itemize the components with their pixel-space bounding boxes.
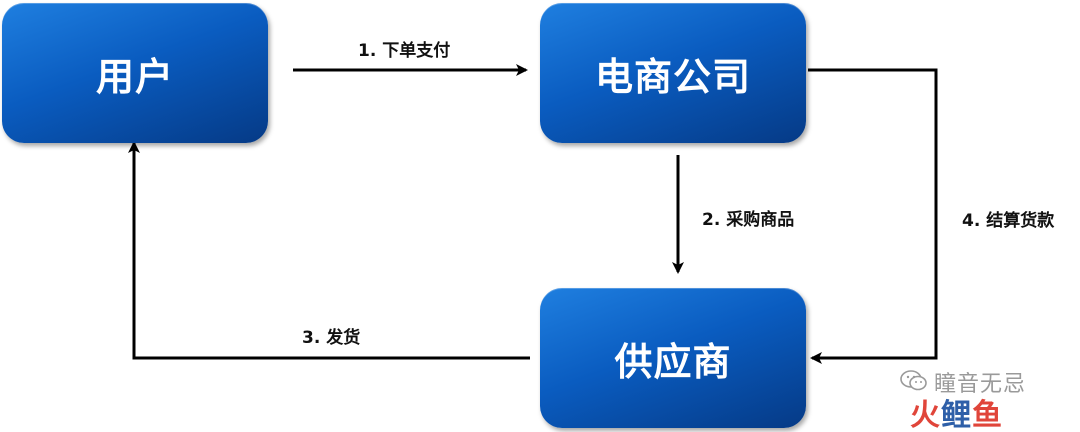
node-supplier: 供应商 — [540, 288, 806, 428]
node-user-label: 用户 — [95, 54, 174, 99]
node-ecommerce-label: 电商公司 — [594, 54, 751, 99]
edge-settle-payment — [808, 68, 938, 364]
node-user: 用户 — [2, 3, 268, 143]
edge-label-order-pay: 1. 下单支付 — [358, 41, 451, 61]
edge-label-ship: 3. 发货 — [302, 328, 361, 348]
watermark-text: 瞳音无忌 — [934, 372, 1027, 397]
edge-label-settle-payment: 4. 结算货款 — [962, 211, 1055, 231]
watermark-logo-char: 鱼 — [972, 398, 1003, 432]
edge-label-purchase-goods: 2. 采购商品 — [702, 210, 795, 230]
watermark: 瞳音无忌 火鲤鱼 — [900, 366, 1060, 432]
wechat-icon — [900, 370, 927, 391]
watermark-logo-char: 火 — [910, 398, 941, 432]
node-supplier-label: 供应商 — [614, 339, 732, 384]
watermark-logo: 火鲤鱼 — [910, 390, 1003, 432]
edge-ship — [128, 141, 530, 360]
watermark-logo-char: 鲤 — [941, 398, 972, 432]
node-ecommerce-company: 电商公司 — [540, 3, 806, 143]
